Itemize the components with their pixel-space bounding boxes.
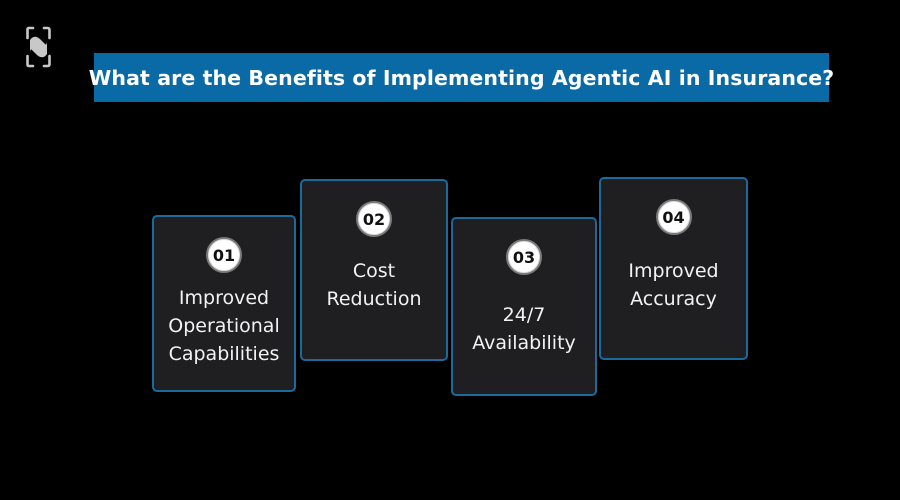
page-title: What are the Benefits of Implementing Ag… xyxy=(88,65,835,90)
brand-logo-icon xyxy=(26,26,51,68)
title-banner: What are the Benefits of Implementing Ag… xyxy=(89,53,834,102)
benefit-card-2: 02 Cost Reduction xyxy=(300,179,448,361)
step-number-badge: 03 xyxy=(506,239,542,275)
benefit-label: Cost Reduction xyxy=(326,260,422,310)
step-number-badge: 04 xyxy=(655,199,692,235)
benefit-label: Improved Accuracy xyxy=(628,260,719,310)
benefit-card-4: 04 Improved Accuracy xyxy=(599,177,748,360)
benefit-label: Improved Operational Capabilities xyxy=(168,287,280,365)
step-number-badge: 01 xyxy=(206,237,242,273)
benefit-card-1: 01 Improved Operational Capabilities xyxy=(152,215,296,392)
benefit-label: 24/7 Availability xyxy=(472,304,576,354)
step-number-badge: 02 xyxy=(356,201,392,237)
benefit-card-3: 03 24/7 Availability xyxy=(451,217,597,396)
